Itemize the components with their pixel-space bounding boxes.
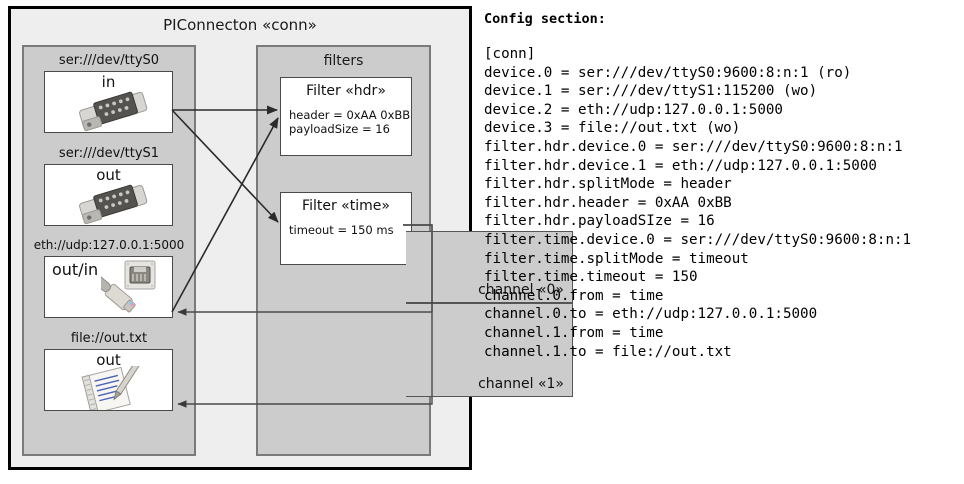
device-label-eth: eth://udp:127.0.0.1:5000 (33, 238, 185, 252)
channel-label-0: channel «0» (478, 282, 564, 298)
device-box-ttys0[interactable]: in (44, 71, 173, 133)
device-label-ttys0: ser:///dev/ttyS0 (58, 53, 160, 68)
device-box-eth[interactable]: out/in (44, 256, 173, 318)
ethernet-jack-icon (101, 260, 156, 313)
filter-card-time[interactable]: Filter «time» timeout = 150 ms (280, 192, 412, 265)
config-section-heading: Config section: (484, 11, 606, 27)
channel-label-1: channel «1» (478, 376, 564, 392)
filters-panel-title: filters (323, 53, 364, 69)
device-io-file: out (96, 351, 121, 369)
text-file-icon (81, 366, 140, 410)
filter-props-hdr: header = 0xAA 0xBB payloadSize = 16 (289, 108, 410, 136)
device-io-eth: out/in (52, 260, 99, 279)
device-io-ttys1: out (96, 166, 121, 184)
device-label-ttys1: ser:///dev/ttyS1 (58, 146, 160, 161)
channel-box-0[interactable]: channel «0» (406, 231, 573, 303)
filter-title-hdr: Filter «hdr» (306, 83, 386, 99)
connector-diagram: PIConnecton «conn» ser:///dev/ttyS0 in (8, 6, 573, 470)
filter-props-time: timeout = 150 ms (289, 223, 394, 237)
serial-port-icon (79, 184, 148, 225)
diagram-title: PIConnecton «conn» (163, 16, 317, 34)
filter-title-time: Filter «time» (302, 198, 390, 214)
filter-prop: header = 0xAA 0xBB (289, 108, 411, 122)
filter-prop: timeout = 150 ms (289, 223, 394, 237)
config-section-text: [conn] device.0 = ser:///dev/ttyS0:9600:… (484, 46, 912, 360)
device-box-ttys1[interactable]: out (44, 164, 173, 226)
devices-panel: ser:///dev/ttyS0 in (22, 45, 196, 456)
filter-prop: payloadSize = 16 (289, 122, 390, 136)
device-label-file: file://out.txt (70, 331, 148, 346)
device-box-file[interactable]: out (44, 349, 173, 411)
filters-panel: filters Filter «hdr» header = 0xAA 0xBB … (256, 45, 573, 456)
channel-box-1[interactable]: channel «1» (406, 303, 573, 397)
serial-port-icon (79, 91, 148, 132)
filter-card-hdr[interactable]: Filter «hdr» header = 0xAA 0xBB payloadS… (280, 77, 412, 156)
config-section: Config section: [conn] device.0 = ser://… (482, 4, 960, 474)
device-io-ttys0: in (101, 73, 116, 91)
